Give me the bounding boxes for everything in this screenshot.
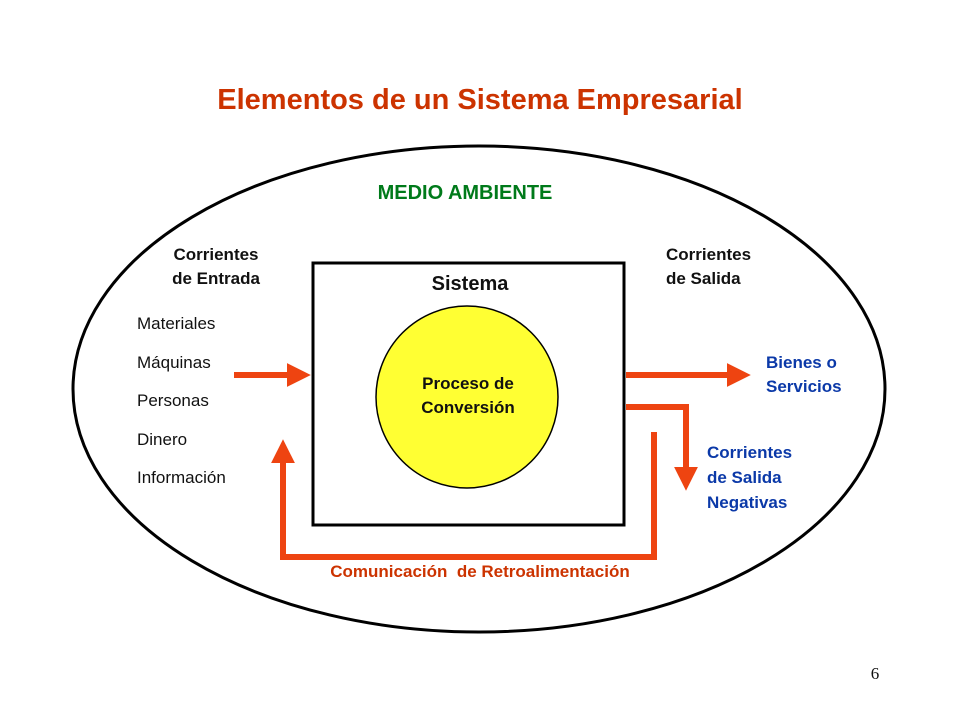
negative-output-arrow <box>626 404 698 491</box>
process-label: Proceso de Conversión <box>421 374 515 417</box>
page-number: 6 <box>870 664 880 683</box>
input-item: Personas <box>137 391 209 410</box>
feedback-arrow <box>271 432 657 560</box>
input-item: Máquinas <box>137 352 211 372</box>
negative-output-label: Corrientes de Salida Negativas <box>707 443 793 512</box>
output-streams-label: Corrientes de Salida <box>666 245 752 288</box>
input-streams-label: Corrientes de Entrada <box>172 245 260 288</box>
page-title: Elementos de un Sistema Empresarial <box>217 84 743 116</box>
input-item: Materiales <box>137 314 216 333</box>
system-label: Sistema <box>431 273 509 295</box>
goods-output-label: Bienes o Servicios <box>766 353 842 396</box>
feedback-label: Comunicación de Retroalimentación <box>330 562 630 581</box>
input-list: Materiales Máquinas Personas Dinero Info… <box>137 312 226 505</box>
input-item: Dinero <box>137 429 188 449</box>
process-circle <box>375 305 559 489</box>
environment-ellipse <box>71 144 887 634</box>
environment-label: MEDIO AMBIENTE <box>377 182 553 204</box>
input-item: Información <box>137 468 226 487</box>
